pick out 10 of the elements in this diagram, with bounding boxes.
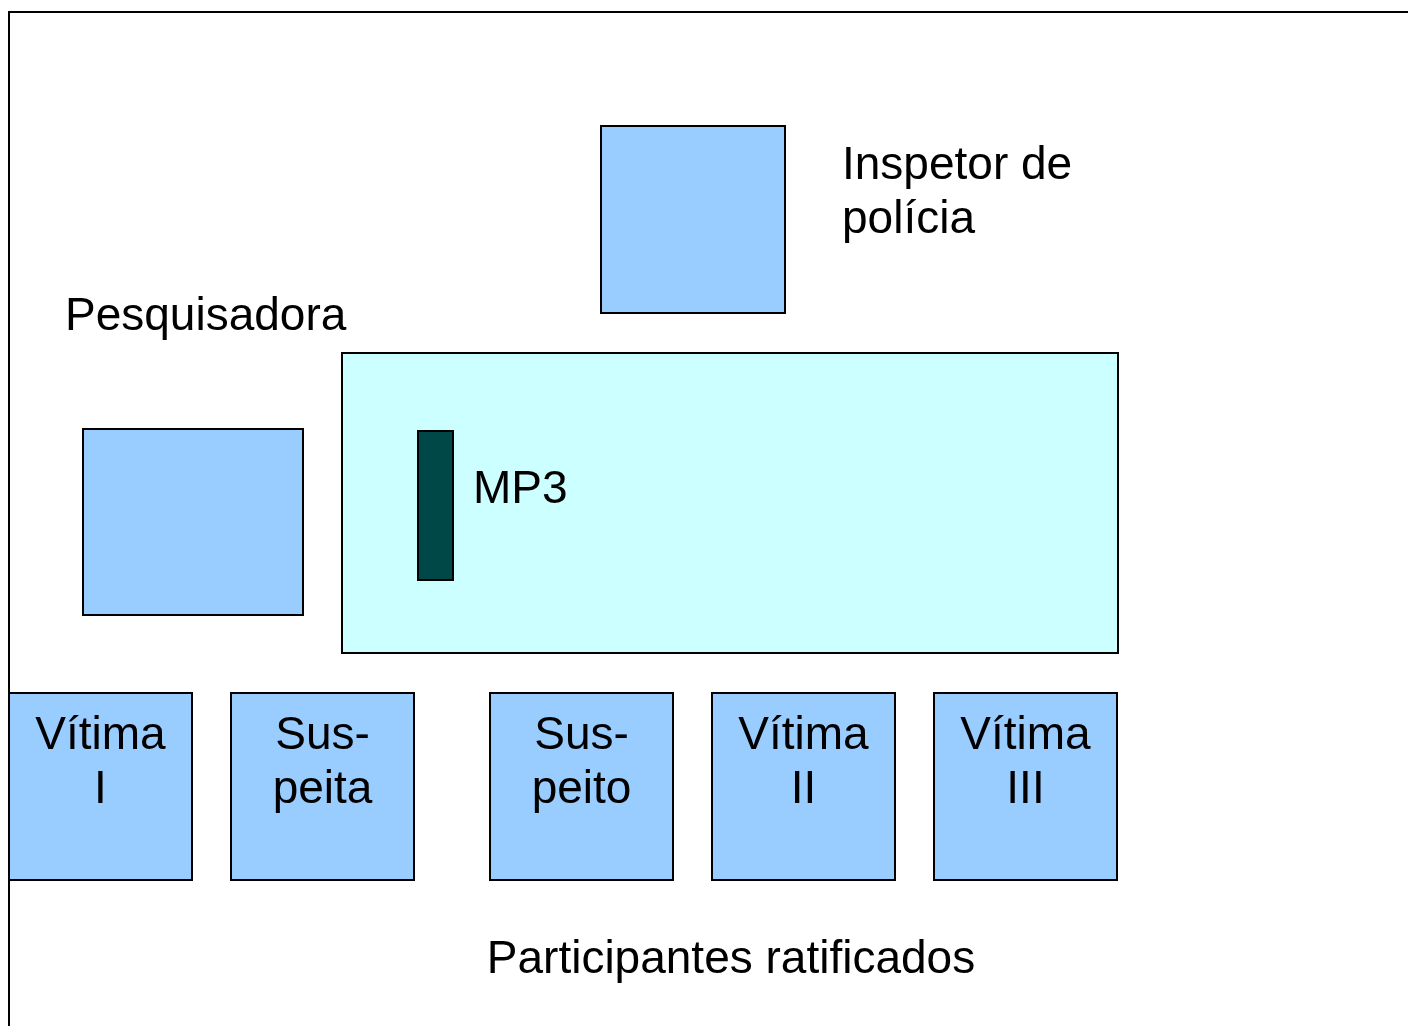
seat-box: Sus- peito xyxy=(489,692,674,881)
table xyxy=(341,352,1119,654)
seat-box: Sus- peita xyxy=(230,692,415,881)
seat-box: Vítima III xyxy=(933,692,1118,881)
person-label: Inspetor de polícia xyxy=(842,136,1074,244)
device-label: MP3 xyxy=(473,460,568,514)
seat-box: Vítima I xyxy=(8,692,193,881)
person-label: Pesquisadora xyxy=(65,287,347,341)
seat-box: Vítima II xyxy=(711,692,896,881)
caption-text: Participantes ratificados xyxy=(485,930,977,984)
